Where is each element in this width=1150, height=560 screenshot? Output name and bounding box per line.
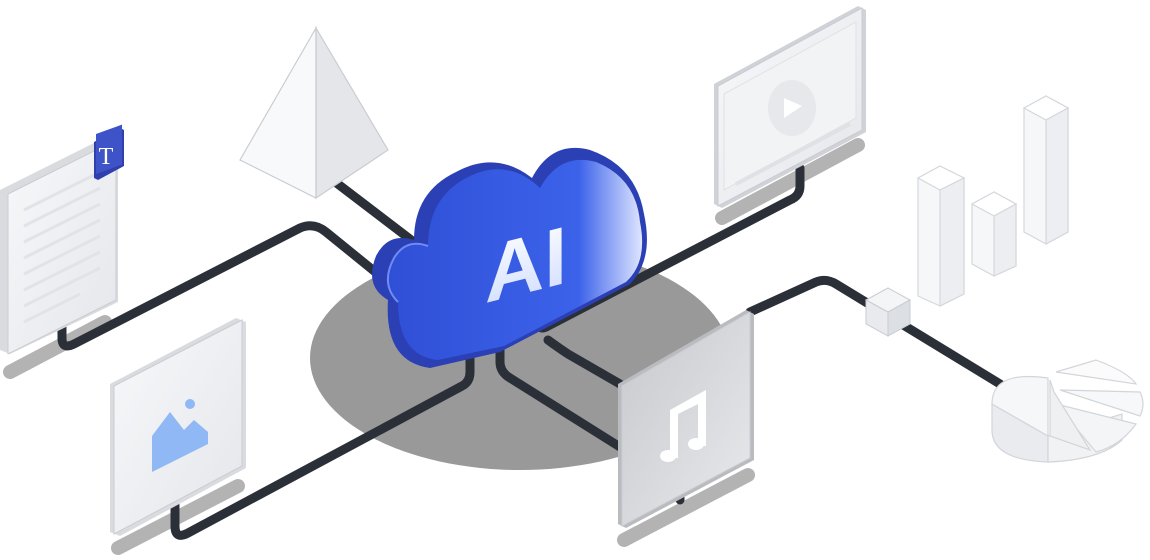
music-note-icon: [660, 390, 706, 462]
cube-icon: [864, 287, 912, 337]
pie-chart-icon: [991, 359, 1144, 463]
document-icon: [23, 170, 101, 324]
image-icon: [152, 399, 208, 472]
video-monitor-node: [714, 6, 866, 208]
music-panel-node: [618, 310, 754, 528]
cloud-label: AI: [485, 209, 567, 321]
bar-chart-icon: [916, 95, 1070, 307]
pyramid-icon: [239, 25, 389, 200]
play-icon: [784, 98, 802, 118]
document-node: T: [0, 124, 124, 355]
text-badge: T: [94, 124, 124, 180]
ai-cloud: AI: [372, 147, 647, 368]
text-badge-label: T: [99, 144, 114, 170]
image-panel-node: [110, 318, 246, 536]
